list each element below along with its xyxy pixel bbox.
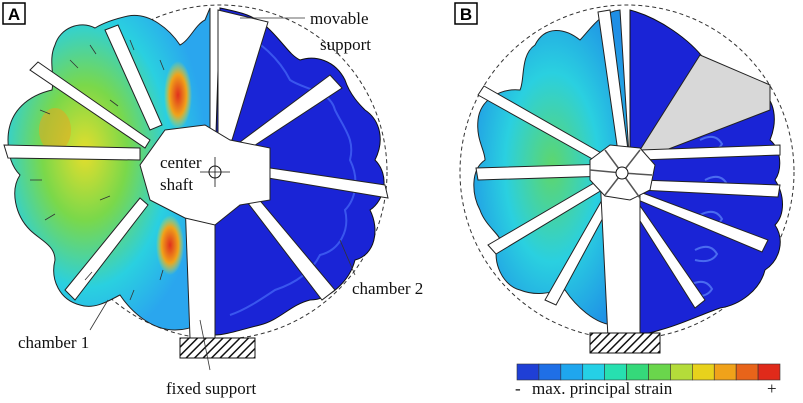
colorbar-swatch [670, 363, 693, 381]
colorbar-swatch [604, 363, 627, 381]
label-support: support [320, 35, 371, 54]
colorbar-swatch [582, 363, 605, 381]
colorbar-swatch [538, 363, 562, 381]
colorbar-swatch [560, 363, 584, 381]
strain-hotspot-left [39, 108, 71, 152]
colorbar-swatch [713, 363, 737, 381]
colorbar-swatch [735, 363, 759, 381]
chamber-2-leader [339, 239, 356, 276]
label-fixed-support: fixed support [166, 379, 256, 398]
colorbar-swatch [757, 363, 781, 381]
colorbar-label: max. principal strain [532, 379, 673, 398]
colorbar-swatch [692, 363, 715, 381]
panel-b-chamber-1-slits [475, 9, 629, 306]
center-shaft-hub [139, 124, 271, 226]
colorbar [516, 363, 781, 381]
panel-a: A [2, 2, 423, 398]
colorbar-swatch [516, 363, 540, 381]
label-chamber-1: chamber 1 [18, 333, 89, 352]
panel-b-center-circle [615, 166, 629, 180]
colorbar-minus: - [515, 379, 521, 398]
fixed-support-hatch [179, 337, 256, 359]
label-movable: movable [310, 9, 369, 28]
panel-b-letter-box [454, 2, 478, 25]
colorbar-swatch [626, 363, 649, 381]
panel-a-letter-box [2, 2, 26, 25]
panel-b: B [454, 2, 795, 398]
panel-b-movable-wedge [639, 54, 771, 161]
panel-a-force-arrows [30, 39, 165, 301]
panel-b-fixed-support-hatch [589, 332, 661, 354]
chamber-1-slits [3, 24, 163, 301]
fixed-support-leader [199, 319, 211, 371]
strain-hotspot-upper [164, 61, 192, 129]
panel-a-letter: A [8, 5, 20, 24]
chamber-1-leader [89, 299, 109, 331]
panel-b-chamber-2-slits [599, 144, 781, 339]
chamber-2-body [214, 7, 385, 336]
label-center: center [160, 153, 202, 172]
colorbar-swatch [648, 363, 671, 381]
label-shaft: shaft [160, 175, 193, 194]
panel-b-letter: B [460, 5, 472, 24]
strain-hotspot-lower [156, 215, 184, 275]
colorbar-plus: + [767, 379, 777, 398]
label-chamber-2: chamber 2 [352, 279, 423, 298]
